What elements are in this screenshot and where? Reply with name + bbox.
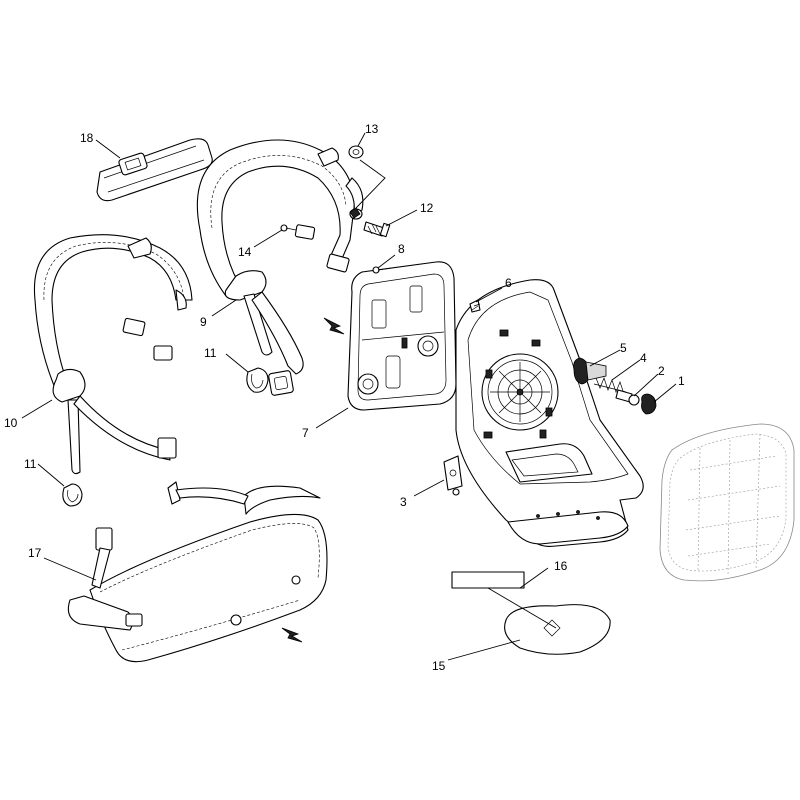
- callout-14: 14: [238, 245, 252, 259]
- part-9-shoulder-strap-right: [196, 139, 364, 375]
- arrow-marker-belt: [281, 627, 303, 643]
- callout-7: 7: [302, 426, 309, 440]
- callout-8: 8: [398, 242, 405, 256]
- callout-6: 6: [505, 276, 512, 290]
- callout-1: 1: [678, 374, 685, 388]
- part-5-grommet: [573, 357, 607, 385]
- part-3-backpack-frame: [443, 279, 644, 547]
- part-1-grommet: [641, 393, 657, 415]
- callout-16: 16: [554, 559, 568, 573]
- callout-5: 5: [620, 341, 627, 355]
- leader-lines: [21, 132, 677, 661]
- callout-labels: 18 13 12 14 8 6 9 11 5 4 2 1 10 7 11 3 1…: [4, 122, 685, 673]
- part-11-d-ring-lower: [62, 483, 83, 507]
- arrow-marker-pad: [323, 317, 345, 335]
- callout-12: 12: [420, 201, 434, 215]
- part-17-waist-belt: [67, 481, 328, 663]
- callout-3: 3: [400, 495, 407, 509]
- part-14-rivet: [280, 224, 297, 232]
- callout-18: 18: [80, 131, 94, 145]
- engine-housing-outline: [659, 423, 795, 582]
- callout-13: 13: [365, 122, 379, 136]
- part-12-bolt: [363, 221, 391, 238]
- part-8-screw: [372, 266, 393, 274]
- callout-17: 17: [28, 546, 42, 560]
- part-15-label: [504, 604, 611, 655]
- callout-11-upper: 11: [204, 346, 217, 360]
- part-7-back-pad: [347, 261, 457, 411]
- part-10-shoulder-strap-left: [33, 234, 193, 475]
- part-6-screw: [469, 299, 481, 313]
- part-18-strap-keeper: [96, 138, 213, 202]
- callout-15: 15: [432, 659, 446, 673]
- part-2-screw: [615, 389, 640, 406]
- part-11-d-ring-upper: [246, 367, 294, 396]
- callout-11-lower: 11: [24, 457, 37, 471]
- part-13-nut: [348, 145, 364, 220]
- callout-2: 2: [658, 364, 665, 378]
- callout-4: 4: [640, 351, 647, 365]
- callout-9: 9: [200, 315, 207, 329]
- callout-10: 10: [4, 416, 18, 430]
- part-16-label: [451, 571, 525, 589]
